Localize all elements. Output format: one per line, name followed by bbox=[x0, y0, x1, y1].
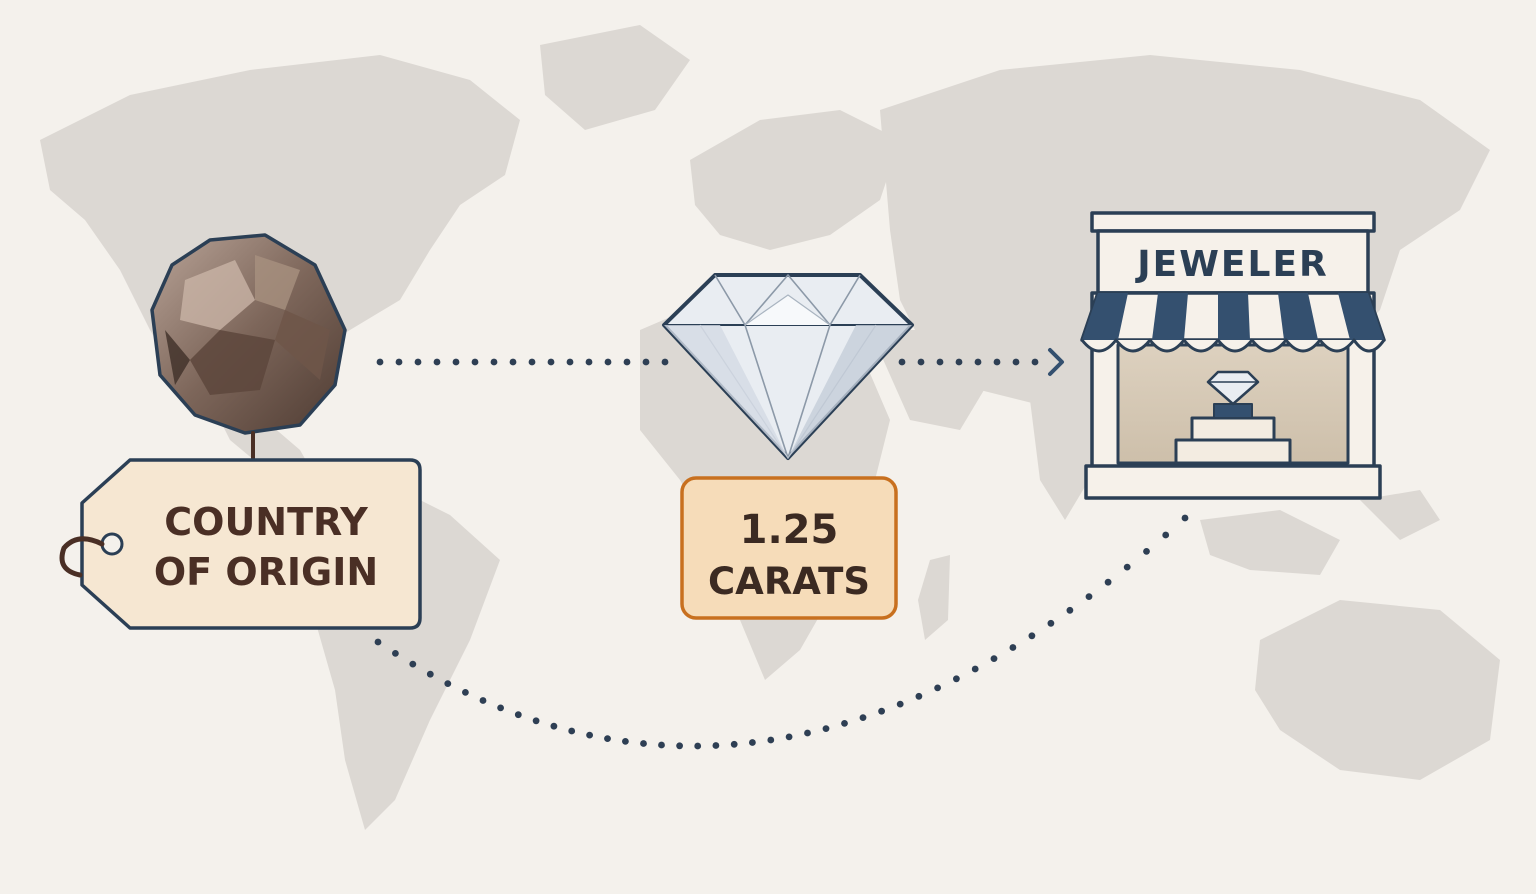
arrow-head-icon bbox=[1048, 348, 1064, 376]
arc-dot bbox=[1123, 563, 1131, 571]
dotted-path-diamond-to-store bbox=[898, 358, 1039, 366]
arc-dot bbox=[822, 725, 830, 732]
arc-dot bbox=[859, 714, 867, 721]
arc-dot bbox=[514, 711, 522, 719]
arc-dot bbox=[694, 742, 702, 750]
arc-dot bbox=[409, 660, 417, 668]
rough-stone-icon bbox=[150, 233, 347, 435]
arc-dot bbox=[785, 733, 793, 741]
cut-diamond-icon bbox=[662, 273, 914, 460]
arc-dot bbox=[1162, 531, 1170, 539]
arc-dot bbox=[934, 684, 941, 692]
arc-dot bbox=[804, 729, 811, 737]
arc-dot bbox=[462, 689, 469, 696]
arc-dot bbox=[374, 638, 382, 646]
tag-loop-icon bbox=[59, 536, 105, 578]
arc-dot bbox=[971, 665, 979, 673]
display-diamond-icon bbox=[1206, 370, 1260, 406]
jeweler-store-icon: JEWELER bbox=[1080, 211, 1386, 500]
arc-dot bbox=[676, 742, 683, 750]
arc-dot bbox=[604, 735, 611, 742]
arc-dot bbox=[532, 717, 540, 725]
arc-dot bbox=[990, 655, 998, 662]
arc-dot bbox=[1104, 578, 1112, 586]
carat-weight: 1.25 bbox=[740, 507, 839, 553]
store-sign: JEWELER bbox=[1134, 244, 1329, 285]
arc-dot bbox=[586, 731, 593, 739]
arc-dot bbox=[1066, 606, 1074, 614]
arc-dot bbox=[1085, 593, 1093, 600]
dotted-arc-origin-to-store bbox=[374, 514, 1189, 750]
origin-tag: COUNTRY OF ORIGIN bbox=[59, 458, 422, 630]
arc-dot bbox=[767, 736, 775, 744]
arc-dot bbox=[392, 650, 399, 657]
arc-dot bbox=[1181, 514, 1189, 522]
arc-dot bbox=[622, 738, 629, 745]
arc-dot bbox=[640, 740, 647, 747]
carat-badge: 1.25 CARATS bbox=[680, 476, 898, 620]
arc-dot bbox=[426, 670, 434, 678]
arc-dot bbox=[730, 740, 738, 748]
arc-dot bbox=[550, 722, 558, 730]
carat-unit: CARATS bbox=[708, 560, 870, 603]
arc-dot bbox=[712, 742, 720, 749]
arc-dot bbox=[1028, 632, 1036, 640]
arc-dot bbox=[841, 720, 848, 727]
arc-dot bbox=[568, 727, 576, 735]
arc-dot bbox=[1143, 548, 1150, 555]
arc-dot bbox=[479, 697, 487, 704]
arc-dot bbox=[658, 741, 665, 749]
arc-dot bbox=[953, 675, 960, 683]
arc-dot bbox=[878, 707, 885, 715]
tag-hole-icon bbox=[100, 532, 124, 556]
awning-stripes bbox=[1082, 293, 1384, 340]
arc-dot bbox=[1009, 644, 1017, 651]
arc-dot bbox=[444, 680, 452, 687]
arc-dot bbox=[1047, 619, 1055, 627]
dotted-path-stone-to-diamond bbox=[376, 358, 669, 366]
arc-dot bbox=[915, 692, 923, 700]
arc-dot bbox=[749, 739, 756, 746]
origin-tag-line2: OF ORIGIN bbox=[154, 550, 378, 594]
arc-dot bbox=[497, 704, 504, 712]
origin-tag-line1: COUNTRY bbox=[164, 500, 368, 544]
arc-dot bbox=[896, 700, 904, 708]
